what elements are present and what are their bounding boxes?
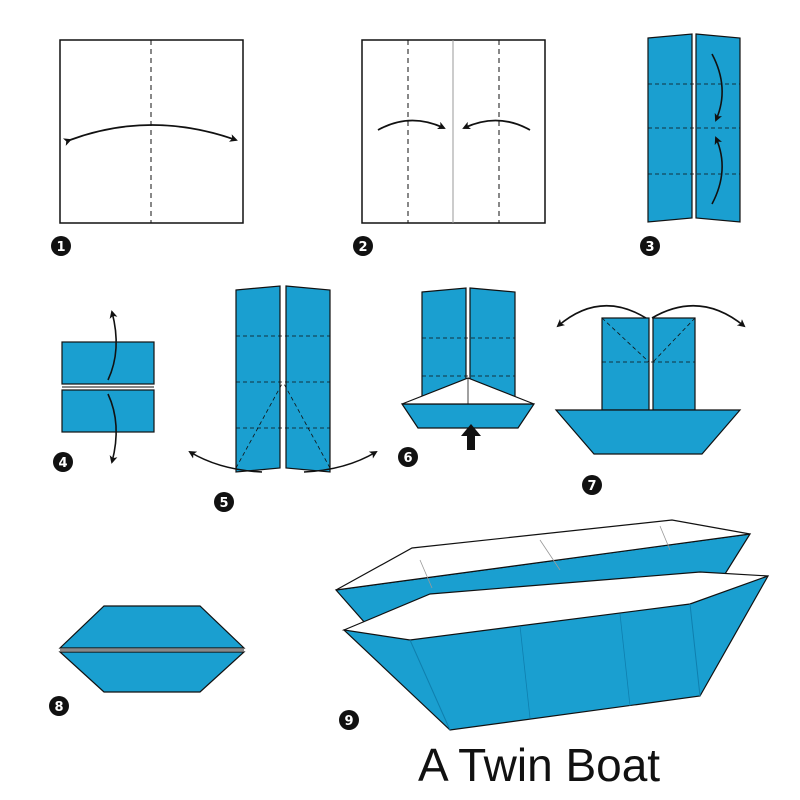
fold-line <box>282 381 331 469</box>
step-6: 6 <box>398 287 536 467</box>
boat-hull <box>554 409 742 455</box>
curved-arrow-icon <box>711 136 723 205</box>
step-number: 9 <box>344 714 353 729</box>
blue-panel <box>61 389 155 433</box>
step-number-badge <box>353 236 373 256</box>
step-8: 8 <box>49 605 246 716</box>
step-1: 1 <box>51 39 244 256</box>
blue-panel <box>652 317 696 411</box>
blue-panel <box>58 651 246 693</box>
step-9: 9 <box>334 519 770 731</box>
curved-arrow-icon <box>711 53 723 122</box>
curved-arrow-icon <box>107 310 118 381</box>
step-number: 1 <box>56 240 65 255</box>
step-number-badge <box>339 710 359 730</box>
fold-line <box>659 525 671 551</box>
step-number-badge <box>53 452 73 472</box>
step-number: 2 <box>358 240 367 255</box>
white-deck <box>335 519 751 591</box>
fold-line <box>689 603 701 697</box>
curved-arrow-icon <box>462 119 531 131</box>
fold-line <box>519 625 531 719</box>
boat-hull <box>400 403 536 429</box>
step-2: 2 <box>353 39 546 256</box>
curved-arrow-icon <box>62 124 238 146</box>
blue-panel <box>235 285 281 473</box>
step-4: 4 <box>53 310 155 472</box>
blue-panel <box>285 285 331 473</box>
curved-arrow-icon <box>107 393 118 464</box>
fold-line <box>419 559 433 589</box>
step-number-badge <box>49 696 69 716</box>
curved-arrow-icon <box>188 450 263 473</box>
step-number: 7 <box>587 479 596 494</box>
step-number: 4 <box>58 456 67 471</box>
fold-line <box>619 613 631 707</box>
step-number-badge <box>582 475 602 495</box>
step-number: 5 <box>219 496 228 511</box>
step-number: 8 <box>54 700 63 715</box>
step-number: 3 <box>645 240 654 255</box>
step-5: 5 <box>188 285 378 512</box>
step-number-badge <box>51 236 71 256</box>
blue-panel <box>61 341 155 385</box>
step-number-badge <box>640 236 660 256</box>
step-number-badge <box>214 492 234 512</box>
fold-line <box>409 639 451 731</box>
step-7: 7 <box>554 304 746 495</box>
step-3: 3 <box>640 33 741 256</box>
fold-line <box>539 539 561 571</box>
curved-arrow-icon <box>377 119 446 131</box>
fold-line <box>652 317 696 363</box>
curved-arrow-icon <box>303 450 378 473</box>
curved-arrow-icon <box>556 304 647 328</box>
blue-panel <box>58 605 246 649</box>
up-arrow-icon <box>461 424 481 450</box>
fold-line <box>235 381 284 469</box>
page-title: A Twin Boat <box>418 739 661 791</box>
step-number-badge <box>398 447 418 467</box>
blue-panel <box>601 317 650 411</box>
curved-arrow-icon <box>651 304 746 328</box>
fold-line <box>601 317 650 363</box>
step-number: 6 <box>403 451 412 466</box>
